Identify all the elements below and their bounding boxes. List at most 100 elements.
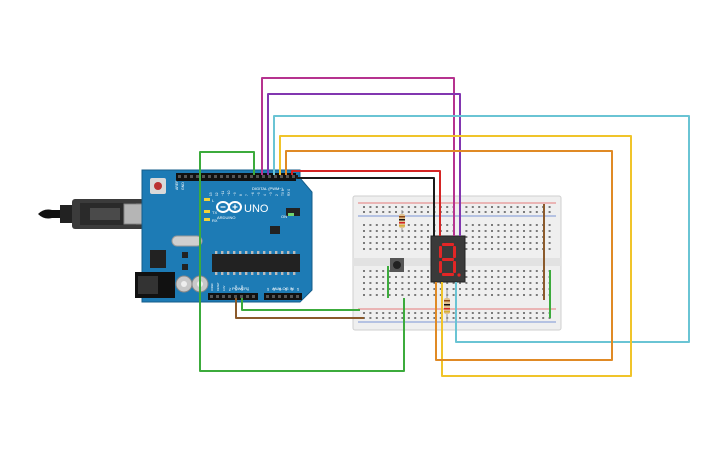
bb-hole[interactable]	[471, 248, 474, 250]
header-hole[interactable]	[272, 295, 275, 298]
bb-hole[interactable]	[535, 248, 538, 250]
bb-hole[interactable]	[471, 206, 474, 208]
bb-hole[interactable]	[420, 236, 423, 238]
header-hole[interactable]	[220, 175, 223, 178]
bb-hole[interactable]	[407, 206, 410, 208]
bb-hole[interactable]	[433, 294, 436, 296]
bb-hole[interactable]	[433, 288, 436, 290]
bb-hole[interactable]	[491, 206, 493, 208]
bb-hole[interactable]	[382, 276, 385, 278]
bb-hole[interactable]	[478, 312, 481, 314]
bb-hole[interactable]	[395, 248, 397, 250]
bb-hole[interactable]	[535, 294, 538, 296]
bb-hole[interactable]	[484, 276, 487, 278]
bb-hole[interactable]	[401, 248, 404, 250]
bb-hole[interactable]	[414, 242, 417, 244]
bb-hole[interactable]	[446, 282, 449, 284]
bb-hole[interactable]	[363, 282, 365, 284]
bb-hole[interactable]	[510, 312, 513, 314]
bb-hole[interactable]	[497, 242, 500, 244]
bb-hole[interactable]	[375, 242, 378, 244]
bb-hole[interactable]	[523, 294, 525, 296]
header-hole[interactable]	[246, 295, 249, 298]
bb-hole[interactable]	[363, 206, 365, 208]
bb-hole[interactable]	[375, 236, 378, 238]
bb-hole[interactable]	[414, 211, 417, 213]
bb-hole[interactable]	[529, 248, 532, 250]
bb-hole[interactable]	[375, 282, 378, 284]
bb-hole[interactable]	[375, 288, 378, 290]
bb-hole[interactable]	[535, 224, 538, 226]
bb-hole[interactable]	[427, 206, 429, 208]
bb-hole[interactable]	[420, 317, 423, 319]
header-hole[interactable]	[178, 175, 181, 178]
bb-hole[interactable]	[503, 230, 506, 232]
bb-hole[interactable]	[529, 294, 532, 296]
analog-header[interactable]	[264, 293, 302, 300]
bb-hole[interactable]	[363, 224, 365, 226]
bb-hole[interactable]	[523, 224, 525, 226]
bb-hole[interactable]	[471, 312, 474, 314]
bb-hole[interactable]	[439, 282, 442, 284]
wire-magenta[interactable]	[261, 77, 455, 236]
bb-hole[interactable]	[382, 248, 385, 250]
bb-hole[interactable]	[471, 236, 474, 238]
header-hole[interactable]	[210, 295, 213, 298]
bb-hole[interactable]	[478, 282, 481, 284]
bb-hole[interactable]	[491, 317, 493, 319]
bb-hole[interactable]	[369, 236, 372, 238]
bb-hole[interactable]	[395, 288, 397, 290]
bb-hole[interactable]	[516, 230, 519, 232]
bb-hole[interactable]	[427, 288, 429, 290]
bb-hole[interactable]	[484, 230, 487, 232]
bb-hole[interactable]	[503, 282, 506, 284]
bb-hole[interactable]	[548, 206, 551, 208]
bb-hole[interactable]	[503, 206, 506, 208]
bb-hole[interactable]	[510, 276, 513, 278]
bb-hole[interactable]	[395, 230, 397, 232]
bb-hole[interactable]	[465, 230, 468, 232]
bb-hole[interactable]	[510, 230, 513, 232]
bb-hole[interactable]	[548, 211, 551, 213]
bb-hole[interactable]	[491, 294, 493, 296]
wire-green-gnd[interactable]	[199, 151, 405, 372]
header-hole[interactable]	[252, 295, 255, 298]
bb-hole[interactable]	[414, 294, 417, 296]
bb-hole[interactable]	[382, 282, 385, 284]
bb-hole[interactable]	[375, 317, 378, 319]
bb-hole[interactable]	[497, 317, 500, 319]
bb-hole[interactable]	[420, 230, 423, 232]
bb-hole[interactable]	[465, 288, 468, 290]
bb-hole[interactable]	[465, 211, 468, 213]
bb-hole[interactable]	[478, 276, 481, 278]
header-hole[interactable]	[190, 175, 193, 178]
wire-black[interactable]	[296, 175, 435, 236]
bb-hole[interactable]	[369, 317, 372, 319]
bb-hole[interactable]	[548, 236, 551, 238]
bb-hole[interactable]	[535, 317, 538, 319]
bb-hole[interactable]	[363, 288, 365, 290]
bb-hole[interactable]	[439, 312, 442, 314]
bb-hole[interactable]	[388, 317, 391, 319]
bb-hole[interactable]	[535, 312, 538, 314]
bb-hole[interactable]	[427, 211, 429, 213]
pushbutton[interactable]	[390, 258, 404, 272]
bb-hole[interactable]	[516, 276, 519, 278]
bb-hole[interactable]	[446, 206, 449, 208]
bb-hole[interactable]	[523, 242, 525, 244]
header-hole[interactable]	[202, 175, 205, 178]
header-hole[interactable]	[214, 175, 217, 178]
bb-hole[interactable]	[484, 248, 487, 250]
bb-hole[interactable]	[484, 236, 487, 238]
bb-hole[interactable]	[516, 270, 519, 272]
bb-hole[interactable]	[420, 206, 423, 208]
bb-hole[interactable]	[382, 211, 385, 213]
bb-hole[interactable]	[548, 248, 551, 250]
bb-hole[interactable]	[484, 206, 487, 208]
bb-hole[interactable]	[529, 206, 532, 208]
bb-hole[interactable]	[420, 276, 423, 278]
header-hole[interactable]	[208, 175, 211, 178]
header-hole[interactable]	[196, 175, 199, 178]
bb-hole[interactable]	[503, 270, 506, 272]
header-hole[interactable]	[274, 175, 277, 178]
